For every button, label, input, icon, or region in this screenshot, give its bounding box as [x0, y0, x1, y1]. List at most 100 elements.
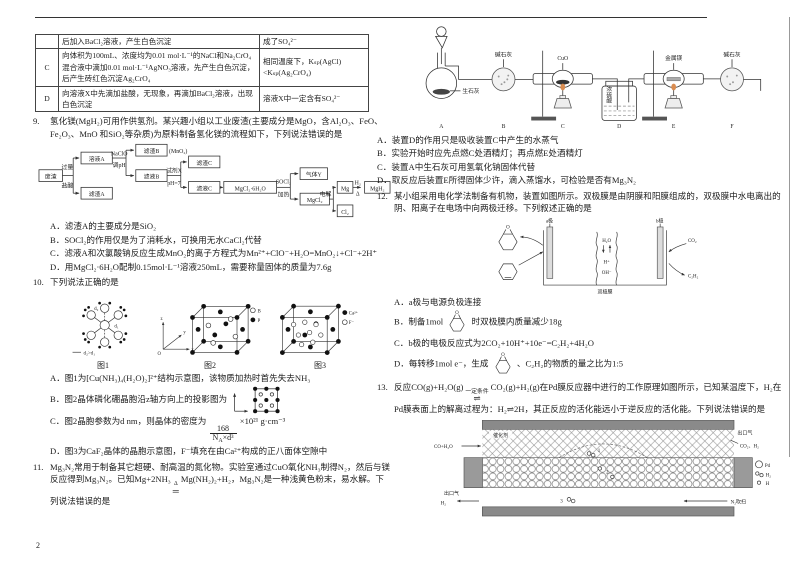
option-c-tail: ×10²¹ g·cm⁻³ — [239, 415, 286, 426]
projection-figure — [233, 386, 280, 413]
arrow-glyph: ═ — [172, 485, 179, 496]
legend-f-label: F⁻ — [349, 321, 355, 326]
reaction-arrow: Δ═ — [172, 481, 179, 496]
row-desc: 向溶液X中先滴加盐酸，无现象，再滴加BaCl₂溶液，出现白色沉淀 — [58, 85, 260, 113]
legend-pd-label: Pd — [765, 464, 771, 469]
flow-label: Δ — [356, 192, 360, 198]
row-desc: 向体积为100mL、浓度均为0.01 mol·L⁻¹的NaCl和Na₂CrO₄混… — [58, 48, 260, 87]
den-rest: ×d³ — [222, 432, 234, 442]
bp-crystal-figure: z y x O B P — [157, 303, 261, 356]
flow-note: (MnO₂) — [169, 148, 187, 155]
flow-label: 加热 — [278, 191, 290, 199]
caf2-crystal-figure: Ca²⁺ F⁻ — [280, 303, 359, 355]
outlet-gases-label: CO₂、H₂ — [740, 445, 759, 450]
page-right-border — [789, 17, 790, 457]
option-c: C．装置A中生石灰可用氢氧化钠固体代替 — [377, 161, 536, 172]
unit-letter-b: B — [502, 124, 506, 130]
table-row: C 向体积为100mL、浓度均为0.01 mol·L⁻¹的NaCl和Na₂CrO… — [35, 48, 369, 87]
option-c: C．滤液A和次氯酸钠反应生成MnO₂的离子方程式为Mn²⁺+ClO⁻+H₂O=M… — [50, 248, 378, 259]
question-12: 12. 某小组采用电化学法制备有机物，装置如图所示。双极膜是由阴膜和阳膜组成的，… — [377, 190, 789, 378]
flask-content-label: 生石灰 — [462, 87, 479, 95]
cathode-label: b极 — [656, 217, 663, 224]
h-ion-label: H⁺ — [604, 259, 611, 265]
row-key — [35, 33, 59, 50]
question-9: 9. 氢化镁(MgH₂)可用作供氢剂。某兴趣小组以工业废渣(主要成分是MgO，含… — [33, 115, 391, 273]
option-a: A．滤渣A的主要成分是SiO₂ — [50, 221, 157, 232]
mg-label: 金属镁 — [665, 54, 682, 62]
question-number: 10. — [33, 277, 44, 288]
flow-box: Mg — [341, 187, 349, 193]
option-d: D．每转移1mol e⁻，生成 O 、C₂H₂的物质的量之比为1:5 — [394, 351, 789, 378]
flow-box: MgCl₂·6H₂O — [235, 187, 266, 193]
question-stem-tail: CO₂(g)+H₂(g)在Pd膜反应器中进行的工作原理如图所示，已知某温度下，H… — [394, 381, 782, 414]
anode-label: a极 — [546, 217, 553, 224]
epoxide-structure: O — [449, 311, 465, 332]
option-a: A．图1为[Cu(NH₃)₄(H₂O)₂]²⁺结构示意图，该物质加热时首先失去N… — [50, 373, 311, 384]
row-result: 相同温度下，Kₛₚ(AgCl)<Kₛₚ(Ag₂CrO₄) — [259, 48, 369, 87]
question-stem: Mg₃N₂常用于制备其它超硬、耐高温的氮化物。实验室通过CuO氧化NH₃制得N₂… — [50, 461, 390, 485]
den-main: N — [212, 432, 219, 442]
oh-ion-label: OH⁻ — [602, 271, 612, 276]
flow-box: 溶液A — [89, 155, 106, 163]
figure-1: d₂ d₁ d₂>d₁ 图1 — [60, 293, 146, 372]
unit-letter-a: A — [439, 124, 444, 130]
crystal-figures: d₂ d₁ d₂>d₁ 图1 z — [60, 293, 390, 372]
flow-box: 滤渣B — [144, 147, 160, 155]
question-stem-tail: Mg(NH₂)₂+H₂，Mg₃N₂是一种浅黄色粉末，易水解。下列说法错误的是 — [50, 474, 384, 507]
bond-label-d1: d₁ — [114, 323, 119, 329]
table-row: D 向溶液X中先滴加盐酸，无现象，再滴加BaCl₂溶液，出现白色沉淀 溶液X中一… — [35, 85, 369, 113]
legend-h2-label: H₂ — [766, 474, 772, 479]
option-b: B．SOCl₂的作用仅是为了消耗水，可换用无水CaCl₂代替 — [50, 234, 262, 245]
figure-caption: 图3 — [314, 360, 326, 370]
row-key: D — [35, 85, 59, 113]
legend-p-label: P — [258, 318, 261, 323]
flow-box: 滤渣C — [196, 159, 212, 167]
flow-box: 滤液B — [144, 173, 160, 181]
option-d-text: D．每转移1mol e⁻，生成 — [394, 358, 489, 369]
option-b: B．制备1mol O 时双极膜内质量减少18g — [394, 309, 789, 336]
complex-cluster-figure: d₂ d₁ d₂>d₁ — [72, 301, 128, 356]
epoxide-o-label: O — [456, 311, 460, 316]
option-c: C．b极的电极反应式为2CO₂+10H⁺+10e⁻=C₂H₂+4H₂O — [394, 338, 594, 349]
row-result: 成了SO₄²⁻ — [259, 33, 369, 50]
arrow-condition: 一定条件 — [465, 388, 489, 395]
fraction-numerator: 168 — [217, 423, 230, 433]
axis-y-label: y — [183, 330, 186, 335]
flow-box: 滤液C — [196, 185, 212, 193]
flow-label: 调pH — [113, 161, 127, 169]
question-number: 12. — [377, 190, 388, 201]
option-b: B．图2晶体磷化硼晶胞沿z轴方向上的投影图为 — [50, 386, 390, 414]
epoxide-o-label: O — [501, 353, 505, 358]
bottle-content-label: 浓硫酸 — [605, 85, 612, 104]
catalyst-label: 催化剂 — [493, 433, 508, 440]
left-column: 后加入BaCl₂溶液，产生白色沉淀 成了SO₄²⁻ C 向体积为100mL、浓度… — [33, 33, 391, 508]
figure-caption: 图2 — [204, 360, 216, 370]
flow-label: H₂ — [355, 181, 361, 187]
unit-letter-c: C — [561, 124, 565, 130]
h2-out-label: H₂ — [441, 502, 447, 507]
question-number: 13. — [377, 381, 388, 392]
option-d-tail: 、C₂H₂的物质的量之比为1:5 — [516, 358, 624, 369]
page-number: 2 — [36, 541, 40, 550]
density-fraction: 168 NA×d³ — [209, 423, 237, 445]
flow-label: NaClO — [111, 152, 128, 158]
den-sub: A — [218, 437, 223, 444]
figure-3: Ca²⁺ F⁻ 图3 — [274, 295, 366, 372]
water-label: H₂O — [602, 239, 611, 244]
bipolar-membrane-label: 双极膜 — [598, 288, 613, 295]
option-a: A．a极与电源负极连接 — [394, 296, 482, 307]
flow-label: SOCl₂ — [276, 180, 291, 186]
step-1-label: 1 — [598, 449, 601, 454]
outlet-bottom-label: 出口气 — [444, 491, 459, 498]
q13-pd-membrane-reactor: 催化剂 CO+H₂O 出口气 CO₂、H₂ Pd H₂ H — [434, 420, 772, 517]
option-b-text: B．制备1mol — [394, 316, 444, 327]
option-d: D．用MgCl₂·6H₂O配制0.15mol·L⁻¹溶液250mL，需要称量固体… — [50, 261, 332, 272]
flow-label: 电解 — [320, 190, 332, 198]
arrow-condition: Δ — [173, 481, 178, 488]
question-11: 11. Mg₃N₂常用于制备其它超硬、耐高温的氮化物。实验室通过CuO氧化NH₃… — [33, 461, 390, 508]
reaction-arrow: 一定条件⇌ — [465, 388, 489, 403]
co2-label: CO₂ — [688, 239, 697, 244]
row-key: C — [35, 48, 59, 87]
sweep-gas-label: N₂吹扫 — [731, 499, 746, 506]
question-number: 11. — [33, 461, 44, 472]
